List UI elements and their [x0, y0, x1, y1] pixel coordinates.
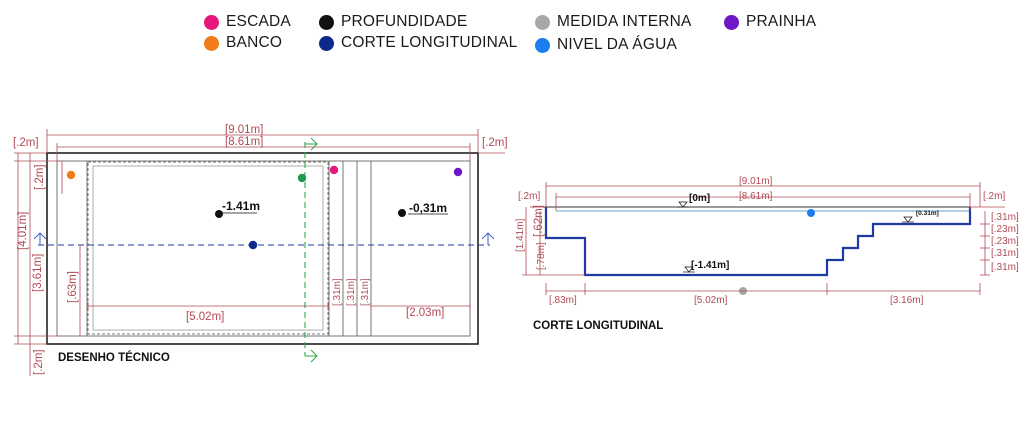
- plan-dim-step-1: [.31m]: [332, 278, 343, 306]
- section-dim-bench-height: [.62m]: [533, 205, 545, 237]
- pool-inner-outline: [56, 160, 471, 337]
- legend-item-prainha: PRAINHA: [724, 13, 816, 31]
- section-dim-riser-2: [.23m]: [991, 224, 1019, 235]
- plan-dim-inner-width: [3.61m]: [32, 254, 44, 292]
- section-dim-riser-4: [.31m]: [991, 248, 1019, 259]
- section-caption: CORTE LONGITUDINAL: [533, 320, 663, 332]
- cross-cut-marker-top: [305, 137, 318, 151]
- section-dim-inner-length: [8.61m]: [739, 191, 773, 202]
- plan-dim-step-3: [.31m]: [360, 278, 371, 306]
- pool-outer-outline: [46, 152, 479, 345]
- level-symbol-beach: [902, 216, 914, 223]
- beach-marker: [453, 167, 463, 177]
- legend-label-prainha: PRAINHA: [746, 13, 817, 30]
- legend-label-banco: BANCO: [226, 34, 283, 51]
- section-deep-level: [-1.41m]: [691, 260, 729, 271]
- section-beach-level: [0.31m]: [916, 210, 939, 217]
- section-cut-marker-left: [33, 232, 47, 245]
- legend: ESCADA BANCO PROFUNDIDADE CORTE LONGITUD…: [0, 11, 1024, 57]
- section-dim-deep-length: [5.02m]: [694, 295, 728, 306]
- legend-item-nivel-da-agua: NIVEL DA ÁGUA: [535, 36, 677, 54]
- plan-dim-beach-length: [2.03m]: [406, 307, 444, 319]
- legend-item-escada: ESCADA: [204, 13, 291, 31]
- depth-label-shallow: -0,31m: [409, 201, 447, 215]
- legend-item-corte-longitudinal: CORTE LONGITUDINAL: [319, 34, 517, 52]
- section-cut-marker-right: [481, 232, 495, 245]
- legend-swatch-nivel-da-agua: [535, 37, 550, 53]
- section-dimension-lines: [522, 182, 1005, 295]
- depth-label-deep: -1.41m: [222, 199, 260, 213]
- section-dim-steps-length: [3.16m]: [890, 295, 924, 306]
- stair-marker: [329, 165, 339, 175]
- legend-swatch-profundidade: [319, 14, 334, 30]
- plan-dim-inner-length: [8.61m]: [225, 136, 263, 148]
- section-dim-overall-length: [9.01m]: [739, 176, 773, 187]
- legend-label-profundidade: PROFUNDIDADE: [341, 13, 468, 30]
- level-symbol-deep: [683, 266, 695, 273]
- level-symbol-water: [677, 201, 689, 208]
- plan-dimension-lines: [14, 129, 505, 376]
- legend-swatch-prainha: [724, 14, 739, 30]
- section-dim-wall-left: [.2m]: [518, 191, 540, 202]
- legend-item-profundidade: PROFUNDIDADE: [319, 13, 467, 31]
- legend-item-banco: BANCO: [204, 34, 282, 52]
- legend-item-medida-interna: MEDIDA INTERNA: [535, 13, 692, 31]
- section-dim-bench-length: [.83m]: [549, 295, 577, 306]
- legend-label-medida-interna: MEDIDA INTERNA: [557, 13, 692, 30]
- section-line-marker: [248, 240, 258, 250]
- deep-zone-outline: [87, 161, 329, 335]
- plan-dim-deep-length: [5.02m]: [186, 311, 224, 323]
- cross-cut-marker-bottom: [305, 349, 318, 363]
- water-level-marker: [807, 209, 815, 217]
- plan-caption: DESENHO TÉCNICO: [58, 351, 170, 364]
- plan-dim-wall-top: [.2m]: [34, 164, 46, 190]
- cross-cut-marker: [297, 173, 307, 183]
- legend-label-nivel-da-agua: NIVEL DA ÁGUA: [557, 36, 678, 53]
- legend-swatch-medida-interna: [535, 14, 550, 30]
- pool-section-profile: [544, 207, 972, 277]
- depth-marker-deep: [215, 210, 223, 218]
- plan-dim-step-2: [.31m]: [346, 278, 357, 306]
- section-dim-wall-right: [.2m]: [983, 191, 1005, 202]
- section-water-level: [0m]: [689, 193, 710, 204]
- plan-dim-bench-depth: [.63m]: [67, 271, 79, 303]
- plan-dim-wall-bottom: [.2m]: [33, 349, 45, 375]
- section-dim-riser-3: [.23m]: [991, 236, 1019, 247]
- legend-label-escada: ESCADA: [226, 13, 291, 30]
- section-dim-riser-1: [.31m]: [991, 212, 1019, 223]
- plan-dim-overall-length: [9.01m]: [225, 124, 263, 136]
- section-dim-riser-5: [.31m]: [991, 262, 1019, 273]
- legend-swatch-banco: [204, 35, 219, 51]
- legend-label-corte-longitudinal: CORTE LONGITUDINAL: [341, 34, 518, 51]
- deep-zone-inner: [92, 165, 324, 331]
- plan-dim-wall-left: [.2m]: [13, 137, 39, 149]
- bench-marker: [66, 170, 76, 180]
- section-dim-below-bench: [.78m]: [536, 242, 547, 270]
- legend-swatch-escada: [204, 14, 219, 30]
- plan-view: -1.41m -0,31m [9.01m] [8.61m] [: [13, 124, 508, 376]
- depth-marker-shallow: [398, 209, 406, 217]
- plan-dim-overall-width: [4.01m]: [17, 212, 29, 250]
- section-dim-total-depth: [1.41m]: [515, 218, 526, 252]
- legend-swatch-corte-longitudinal: [319, 35, 334, 51]
- section-view: [9.01m] [8.61m] [.2m] [.2m] [1.41m] [.62…: [515, 176, 1019, 332]
- plan-dim-wall-right: [.2m]: [482, 137, 508, 149]
